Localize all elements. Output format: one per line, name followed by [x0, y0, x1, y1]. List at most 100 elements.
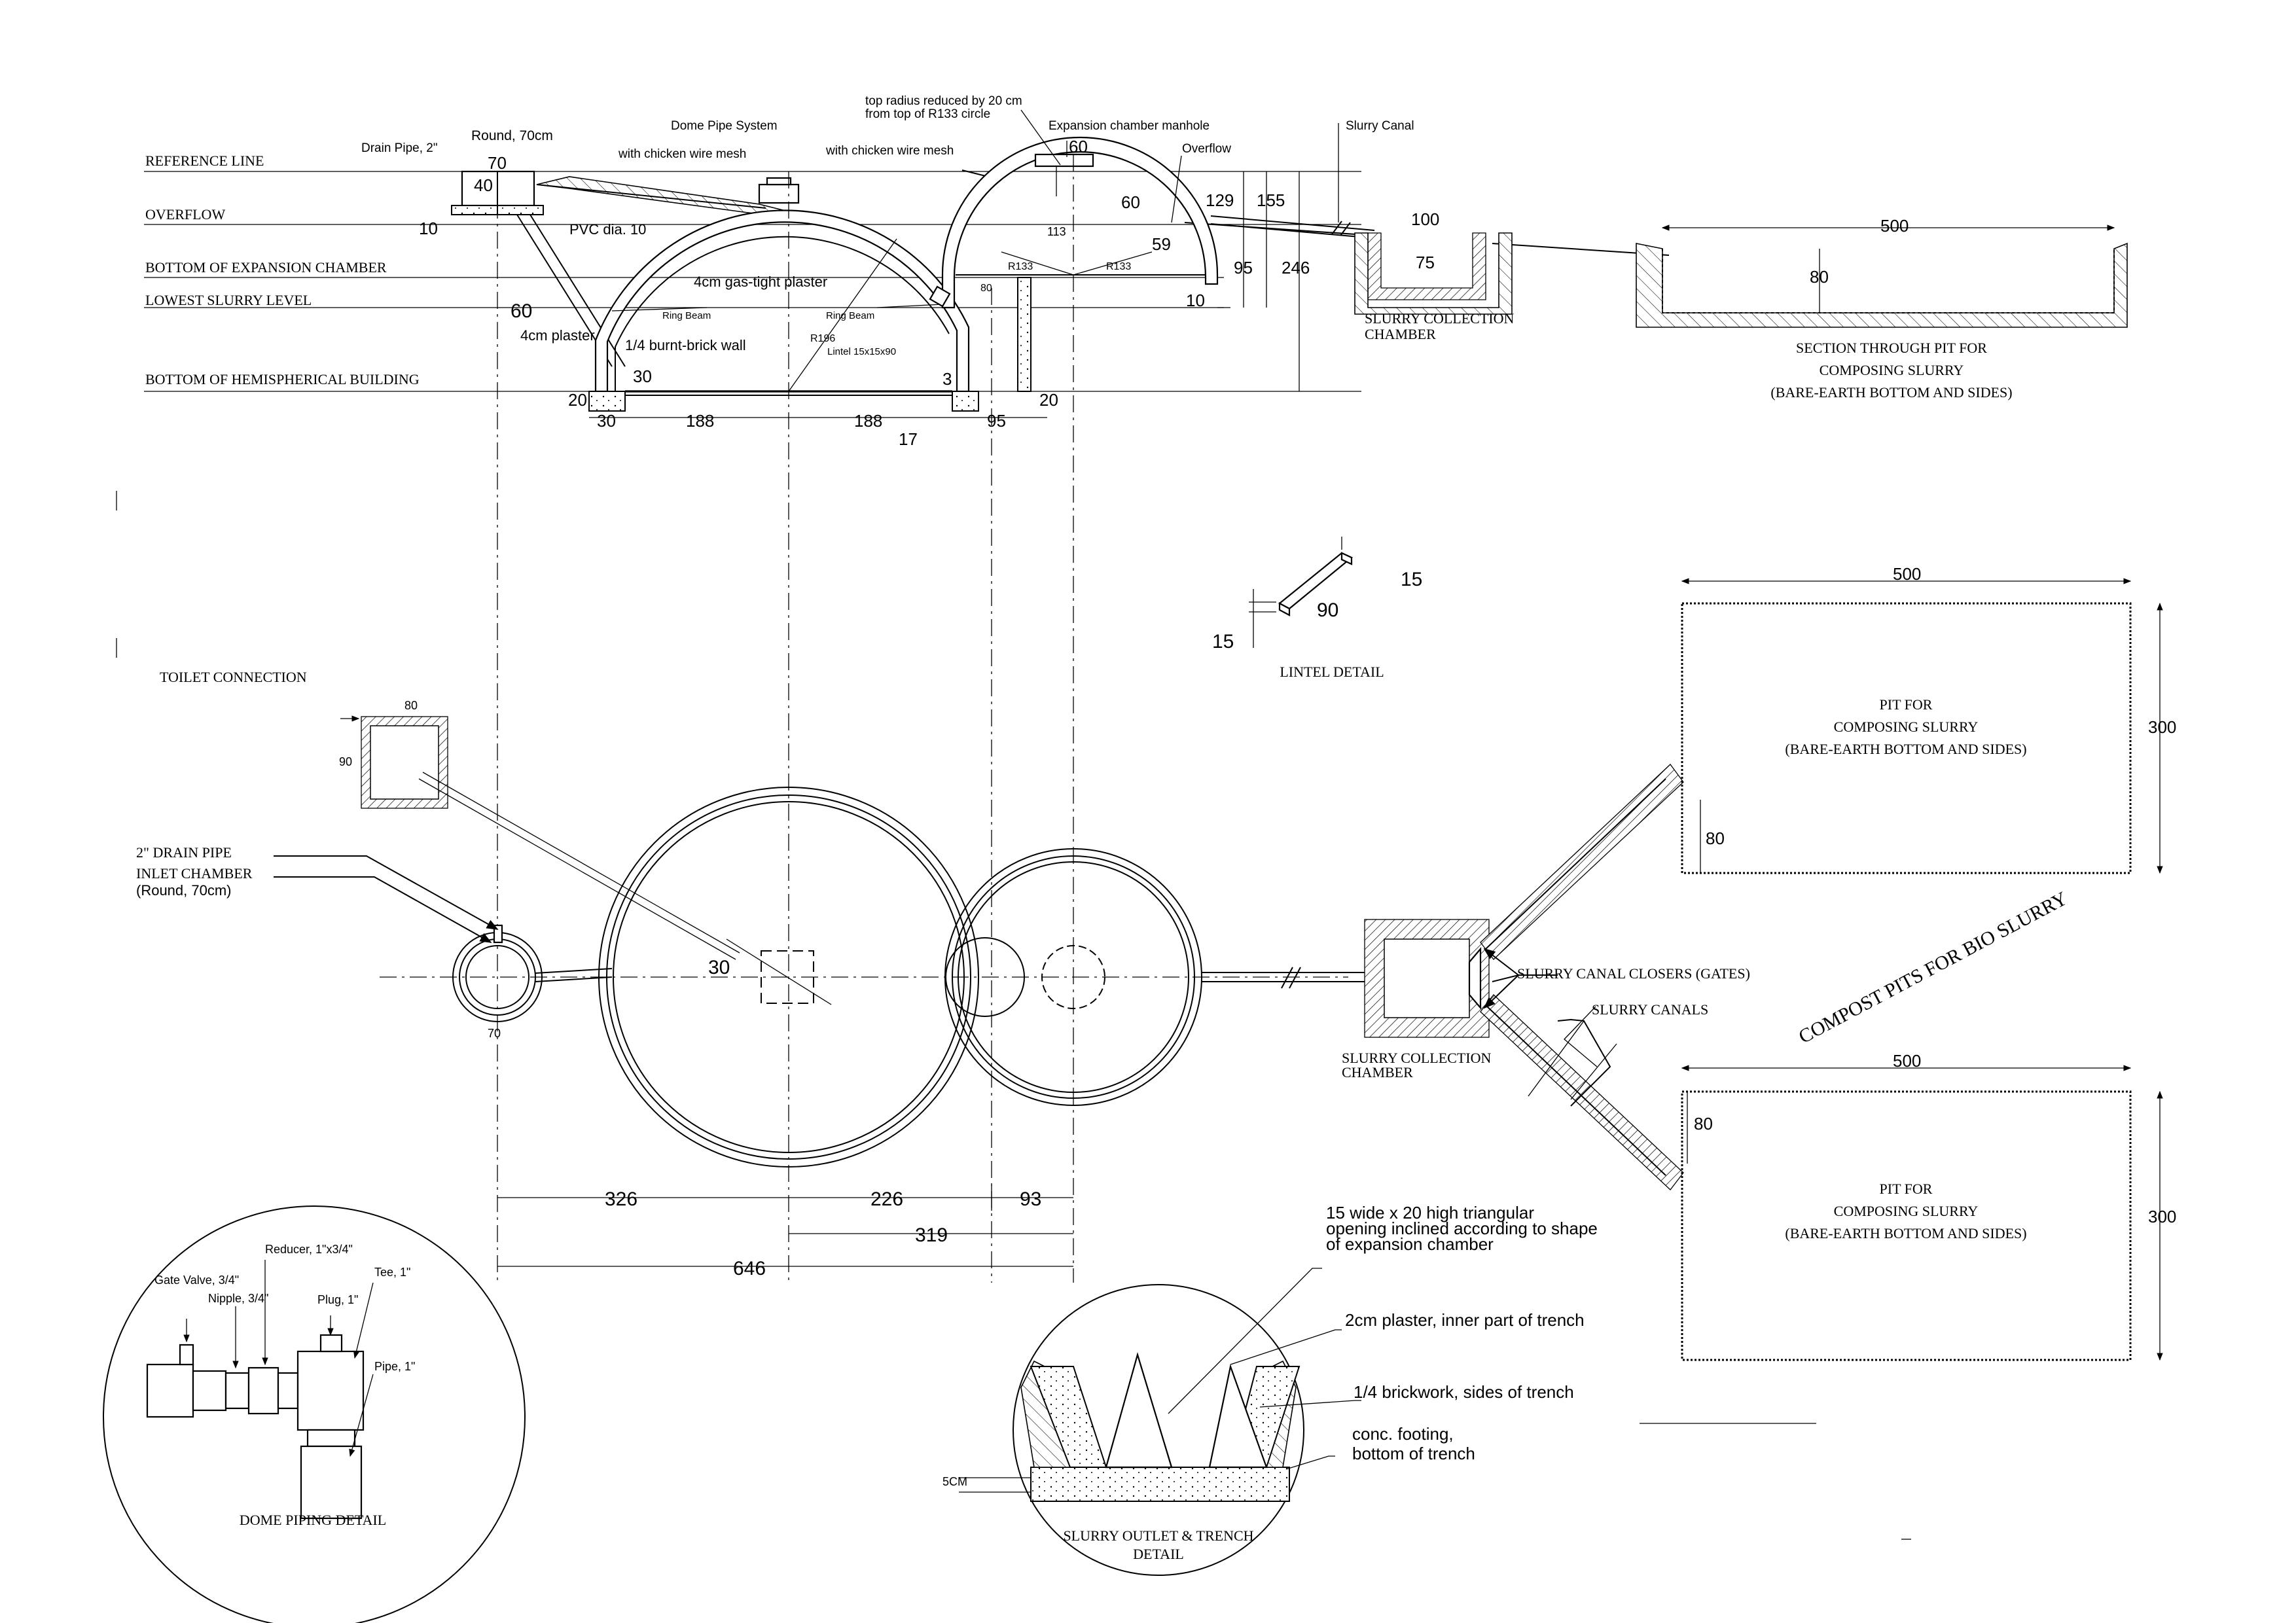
trench-dim-5cm: 5CM: [942, 1475, 967, 1488]
dim-95b: 95: [987, 411, 1006, 431]
opening-label-1: 15 wide x 20 high triangular: [1326, 1203, 1534, 1222]
dim-80b: 80: [1810, 267, 1829, 287]
section-view: REFERENCE LINE OVERFLOW BOTTOM OF EXPANS…: [144, 94, 2128, 449]
dim-188b: 188: [854, 411, 882, 431]
compost-pit-2: 500 300 80 PIT FOR COMPOSING SLURRY (BAR…: [1681, 1051, 2176, 1361]
top-radius-label-2: from top of R133 circle: [865, 107, 990, 121]
gas-plaster-label: 4cm gas-tight plaster: [694, 274, 827, 290]
dim-70: 70: [488, 153, 507, 173]
dome-pipe-label: Dome Pipe System: [671, 119, 778, 133]
pit1-label-3: (BARE-EARTH BOTTOM AND SIDES): [1785, 741, 2026, 757]
toilet-dim-80: 80: [404, 699, 418, 712]
pit1-dim-300: 300: [2148, 717, 2176, 737]
footing-label-2: bottom of trench: [1352, 1444, 1475, 1463]
dim-59: 59: [1152, 234, 1171, 254]
dome-piping-detail: Reducer, 1"x3/4" Gate Valve, 3/4" Nipple…: [103, 1205, 526, 1623]
pit1-dim-80: 80: [1706, 829, 1725, 848]
slurry-collection-section-1: SLURRY COLLECTION: [1365, 310, 1514, 327]
lintel-dim-15a: 15: [1401, 569, 1422, 590]
dim-188a: 188: [686, 411, 714, 431]
pit1-label-1: PIT FOR: [1880, 696, 1933, 713]
plaster-trench-label: 2cm plaster, inner part of trench: [1345, 1310, 1585, 1330]
ground-fill-left: [536, 176, 787, 217]
plan-dim-226: 226: [870, 1188, 903, 1210]
lintel-dim-90: 90: [1317, 599, 1338, 621]
overflow-label: Overflow: [1182, 142, 1231, 156]
dim-60b: 60: [1069, 137, 1088, 156]
plan-dimensions: 326 226 93 319 646: [497, 1185, 1073, 1279]
lintel-dim-15b: 15: [1212, 631, 1234, 652]
dim-17: 17: [899, 429, 918, 449]
lintel-detail-title: LINTEL DETAIL: [1280, 664, 1384, 680]
compost-pits-title: COMPOST PITS FOR BIO SLURRY: [1795, 887, 2071, 1048]
trench-title-2: DETAIL: [1133, 1546, 1184, 1562]
section-compost-pit: [1636, 224, 2128, 328]
section-texts: Drain Pipe, 2" Round, 70cm Dome Pipe Sys…: [361, 94, 2013, 401]
chicken-wire-label-2: with chicken wire mesh: [825, 144, 954, 158]
dim-30b: 30: [597, 411, 616, 431]
overflow-level-label: OVERFLOW: [145, 206, 225, 223]
pit2-label-1: PIT FOR: [1880, 1181, 1933, 1197]
plan-dim-646: 646: [733, 1258, 766, 1279]
section-expansion-chamber: [929, 109, 1219, 392]
pit-section-title-3: (BARE-EARTH BOTTOM AND SIDES): [1770, 384, 2012, 401]
inlet-chamber-label-2: (Round, 70cm): [136, 882, 232, 899]
trench-title-1: SLURRY OUTLET & TRENCH: [1063, 1527, 1253, 1544]
lowest-slurry-label: LOWEST SLURRY LEVEL: [145, 292, 312, 308]
centerlines: [380, 154, 1348, 1283]
plan-dim-93: 93: [1020, 1188, 1041, 1210]
plan-view: TOILET CONNECTION 80 90 2" DRAIN PIPE IN…: [136, 564, 2176, 1361]
pit2-dim-500: 500: [1893, 1051, 1921, 1071]
toilet-connection-label: TOILET CONNECTION: [160, 669, 307, 685]
dim-3: 3: [942, 369, 952, 389]
pit2-label-3: (BARE-EARTH BOTTOM AND SIDES): [1785, 1225, 2026, 1241]
plan-dim-30: 30: [708, 957, 730, 978]
brickwork-trench-label: 1/4 brickwork, sides of trench: [1354, 1382, 1574, 1402]
canal-closers-label: SLURRY CANAL CLOSERS (GATES): [1517, 965, 1750, 982]
dim-r196: R196: [810, 333, 835, 344]
dome-pipe-plan: [761, 950, 814, 1004]
drain-pipe-label: Drain Pipe, 2": [361, 141, 438, 155]
dim-113: 113: [1047, 225, 1066, 238]
toilet-dim-90: 90: [339, 755, 352, 768]
dim-75: 75: [1416, 253, 1435, 272]
trench-detail: 5CM 15 wide x 20 high triangular opening…: [942, 1203, 1598, 1576]
pit2-label-2: COMPOSING SLURRY: [1834, 1203, 1979, 1219]
dome-piping-title: DOME PIPING DETAIL: [240, 1512, 386, 1528]
opening-label-3: of expansion chamber: [1326, 1234, 1494, 1254]
plaster-4-label: 4cm plaster: [520, 327, 595, 344]
dim-60c: 60: [1121, 192, 1140, 212]
pit-section-title-2: COMPOSING SLURRY: [1820, 362, 1964, 378]
lintel-label: Lintel 15x15x90: [827, 346, 896, 357]
bottom-expansion-label: BOTTOM OF EXPANSION CHAMBER: [145, 259, 387, 276]
section-slurry-canal: [1210, 123, 1375, 239]
slurry-canal-upper: [1480, 764, 1684, 960]
chicken-wire-label-1: with chicken wire mesh: [618, 147, 746, 161]
pit2-dim-300: 300: [2148, 1207, 2176, 1226]
dim-20b: 20: [1039, 390, 1058, 410]
dim-20a: 20: [568, 390, 587, 410]
dim-155: 155: [1257, 190, 1285, 210]
dim-40: 40: [474, 175, 493, 195]
pvc-label: PVC dia. 10: [569, 221, 646, 238]
dim-r133a: R133: [1008, 261, 1033, 272]
nipple-label: Nipple, 3/4": [208, 1292, 268, 1305]
opening-label-2: opening inclined according to shape: [1326, 1219, 1598, 1238]
dim-10b: 10: [1186, 291, 1205, 310]
inlet-chamber-label-1: INLET CHAMBER: [136, 865, 253, 882]
drain-pipe-plan-label: 2" DRAIN PIPE: [136, 844, 232, 861]
bottom-hemispherical-label: BOTTOM OF HEMISPHERICAL BUILDING: [145, 371, 420, 387]
pit2-dim-80: 80: [1694, 1114, 1713, 1133]
ring-beam-label-2: Ring Beam: [826, 310, 874, 321]
pit1-label-2: COMPOSING SLURRY: [1834, 719, 1979, 735]
round-70-label: Round, 70cm: [471, 128, 553, 143]
dim-60a: 60: [511, 300, 532, 322]
level-labels: REFERENCE LINE OVERFLOW BOTTOM OF EXPANS…: [145, 152, 420, 387]
gate-valve-label: Gate Valve, 3/4": [154, 1274, 239, 1287]
section-collection-chamber: [1354, 232, 1513, 315]
top-radius-label-1: top radius reduced by 20 cm: [865, 94, 1022, 108]
expansion-inner-circle: [945, 937, 1025, 1017]
slurry-collection-section-2: CHAMBER: [1365, 326, 1436, 342]
dim-80a: 80: [980, 283, 992, 294]
